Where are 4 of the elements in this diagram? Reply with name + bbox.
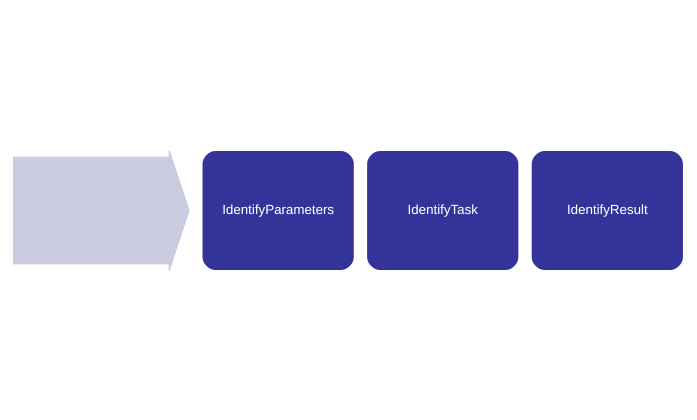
node-arrow (12, 149, 190, 271)
node-box: IdentifyTask (366, 149, 520, 271)
node-box: IdentifyParameters (201, 149, 355, 271)
node-box: IdentifyResult (530, 149, 684, 271)
